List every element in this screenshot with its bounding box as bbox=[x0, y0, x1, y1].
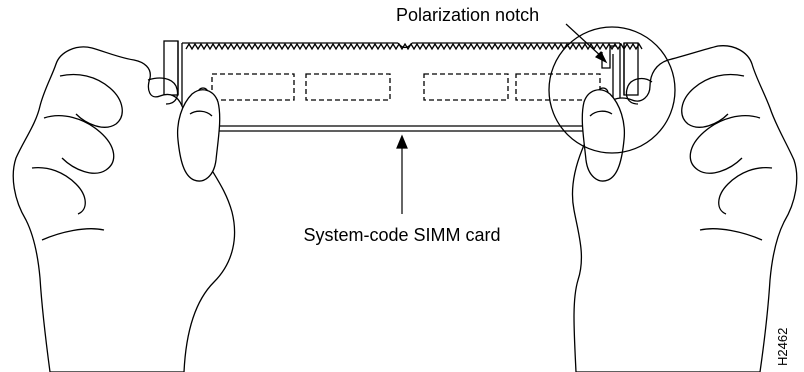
memory-chip bbox=[211, 73, 295, 101]
memory-chip bbox=[423, 73, 509, 101]
memory-chips bbox=[211, 73, 601, 101]
right-socket-latch bbox=[623, 42, 639, 96]
contact-pins bbox=[185, 42, 643, 51]
memory-chip bbox=[305, 73, 391, 101]
memory-chip bbox=[515, 73, 601, 101]
polarization-notch bbox=[601, 45, 616, 69]
polarization-notch-leader bbox=[565, 23, 608, 64]
left-hand bbox=[12, 46, 236, 372]
notch-magnifier-circle bbox=[548, 26, 676, 154]
simm-card-leader bbox=[396, 134, 408, 214]
right-hand bbox=[571, 45, 798, 372]
figure-id: H2462 bbox=[775, 328, 790, 366]
simm-card bbox=[163, 40, 643, 132]
simm-card-label: System-code SIMM card bbox=[303, 225, 500, 245]
polarization-notch-label: Polarization notch bbox=[396, 5, 539, 25]
